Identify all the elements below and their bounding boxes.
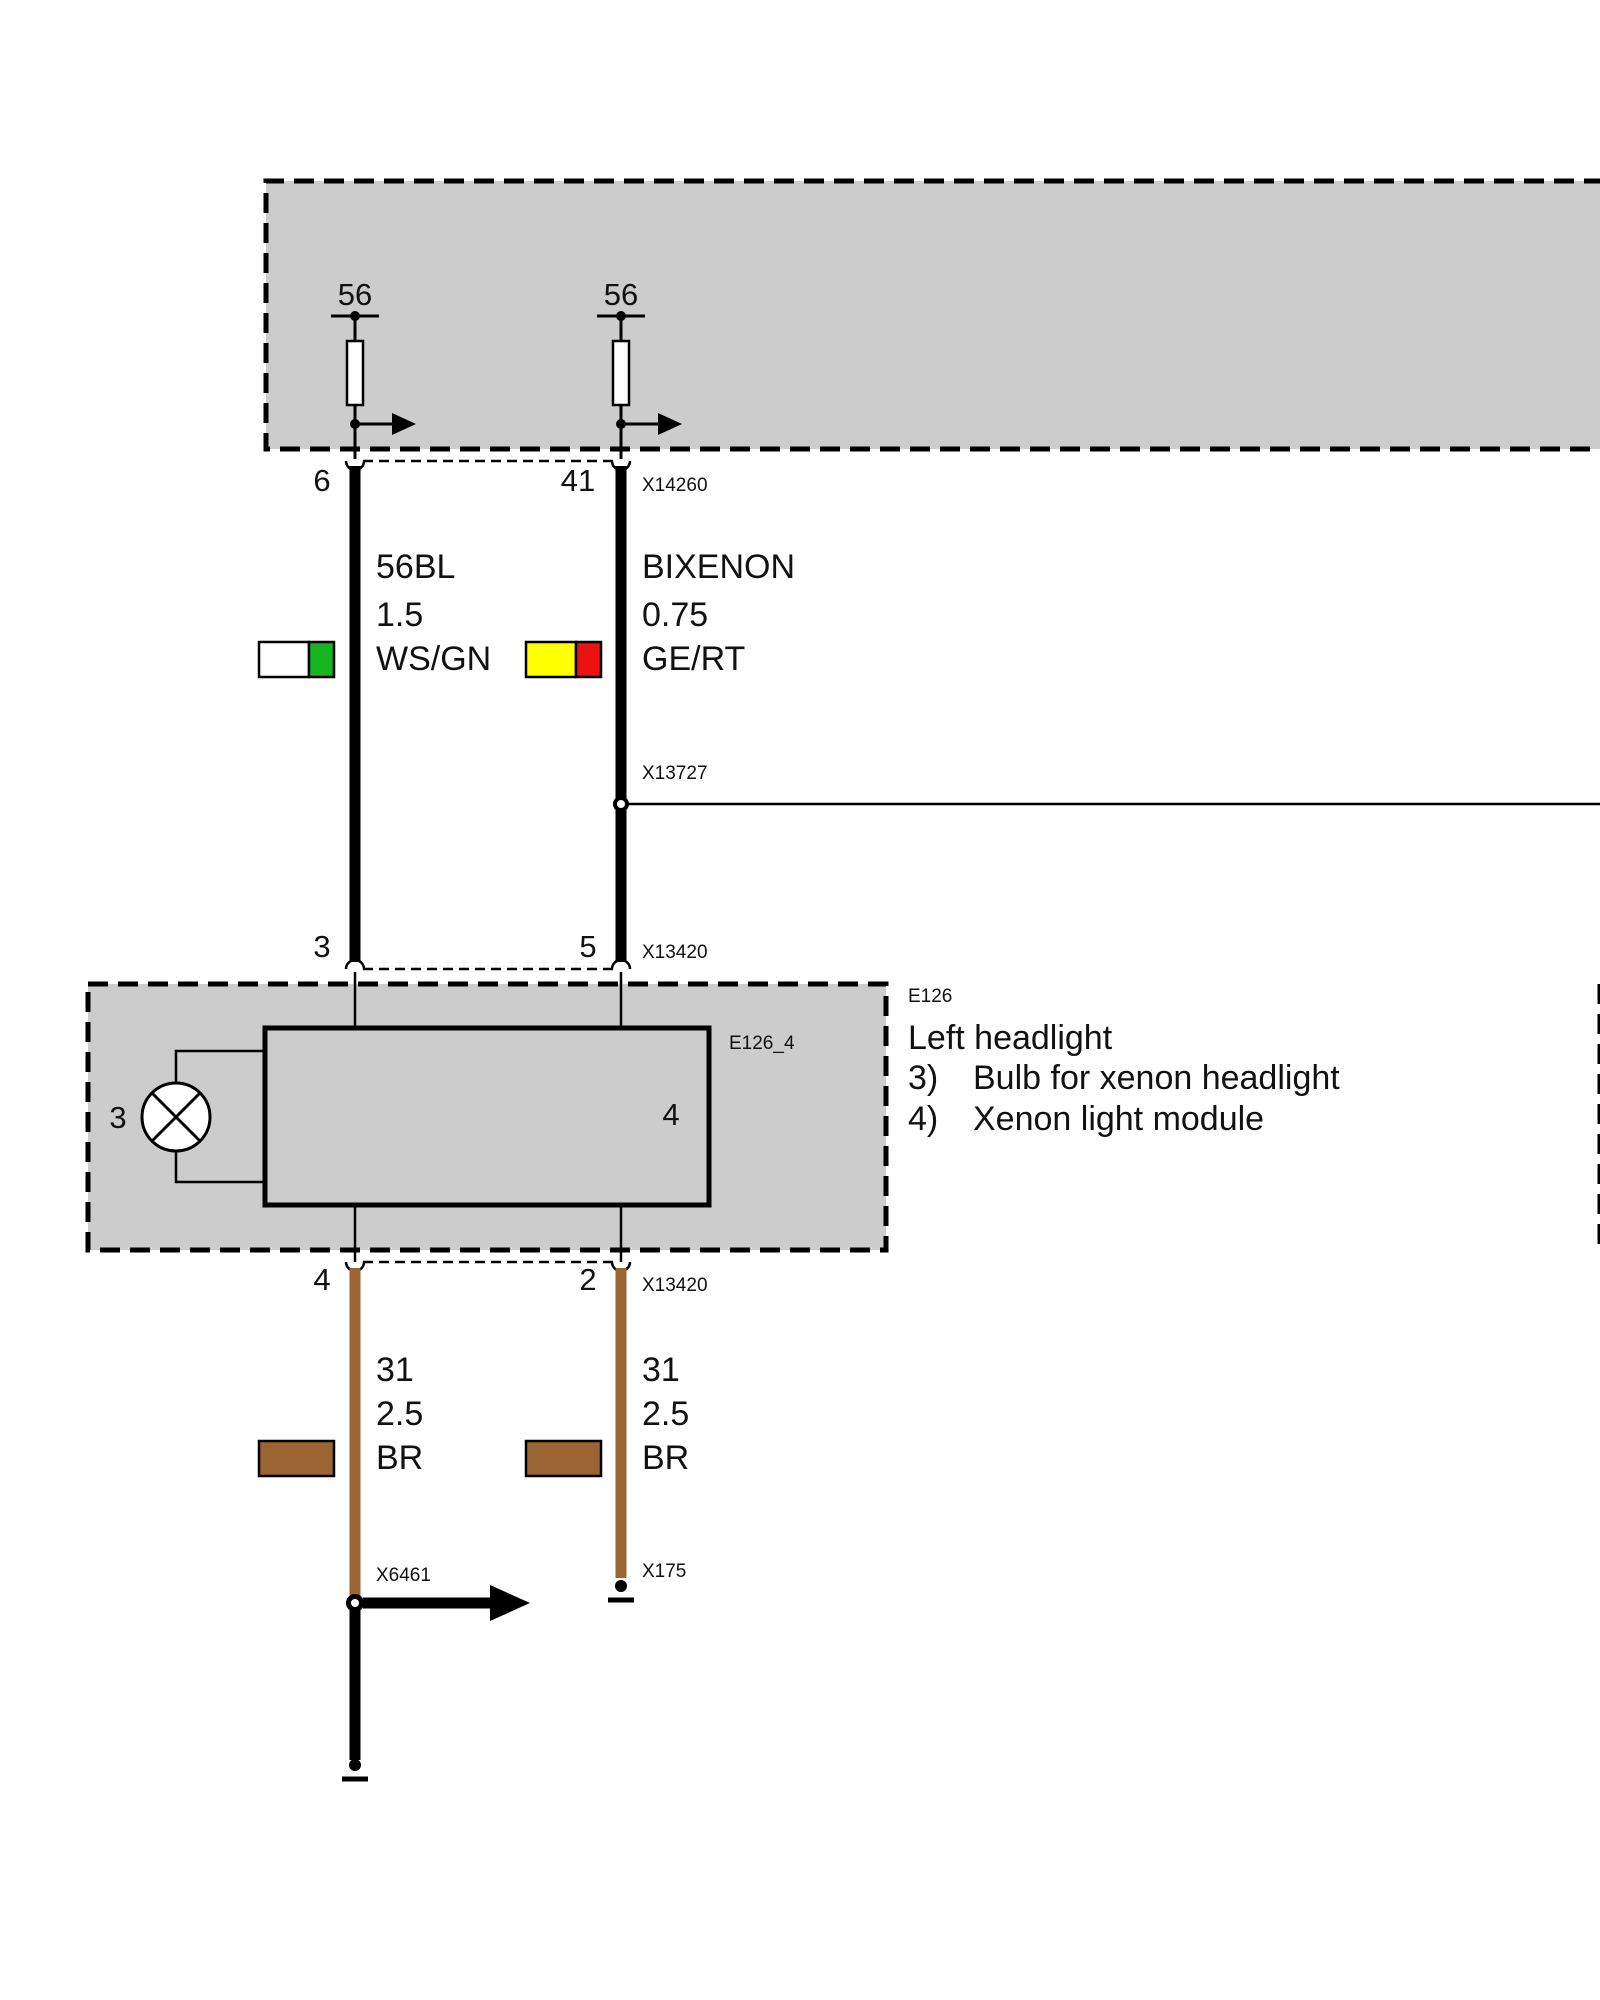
wire-gauge: 2.5 — [376, 1395, 423, 1433]
arrow-right-icon — [658, 413, 682, 435]
pin-number: 5 — [579, 929, 596, 964]
wire-color-code: BR — [642, 1439, 689, 1477]
module-pin-circuit-left: 56 — [331, 277, 416, 459]
pin-number: 41 — [561, 463, 595, 498]
connector-label: X13420 — [642, 942, 708, 963]
bulb-ref: 3 — [109, 1100, 126, 1135]
connector-label: X13420 — [642, 1275, 708, 1296]
arrow-right-icon — [490, 1585, 530, 1621]
legend-text: Xenon light module — [973, 1100, 1264, 1138]
module-ref: 4 — [662, 1097, 679, 1132]
pin-number: 3 — [313, 929, 330, 964]
wire-label-right: BIXENON 0.75 GE/RT — [524, 548, 795, 679]
xenon-light-module — [262, 1025, 712, 1208]
connector-x13420-bottom: 4 2 X13420 — [313, 1260, 708, 1297]
connector-label: X14260 — [642, 475, 708, 496]
wire-label-left: 56BL 1.5 WS/GN — [257, 548, 491, 679]
wire-color-swatch — [524, 640, 578, 679]
wire-label-lower-left: 31 2.5 BR — [257, 1351, 423, 1478]
arrow-right-icon — [392, 413, 416, 435]
wire-gauge: 0.75 — [642, 596, 708, 634]
resistor-icon — [611, 339, 631, 407]
ground-x6461: X6461 — [342, 1565, 530, 1782]
ground-icon — [349, 1759, 361, 1771]
wire-label-lower-right: 31 2.5 BR — [524, 1351, 689, 1478]
ground-label: X175 — [642, 1561, 686, 1582]
pin-number: 6 — [313, 463, 330, 498]
wire-signal: 56BL — [376, 548, 455, 586]
ground-icon — [615, 1580, 627, 1592]
ground-label: X6461 — [376, 1565, 431, 1586]
splice-x13727: X13727 — [613, 763, 1600, 812]
wire-color-code: BR — [376, 1439, 423, 1477]
wire-signal: 31 — [376, 1351, 414, 1389]
wire-color-code: WS/GN — [376, 640, 491, 678]
terminal-label: 56 — [604, 277, 638, 312]
component-legend: Left headlight 3) Bulb for xenon headlig… — [908, 1019, 1340, 1138]
ground-x175: X175 — [608, 1561, 686, 1603]
legend-text: Bulb for xenon headlight — [973, 1059, 1340, 1097]
wire-color-swatch — [524, 1439, 603, 1478]
legend-num: 3) — [908, 1059, 938, 1097]
wire-signal: BIXENON — [642, 548, 795, 586]
wire-color-swatch — [307, 640, 336, 679]
control-module — [263, 178, 1600, 452]
splice-label: X13727 — [642, 763, 708, 784]
pin-number: 2 — [579, 1262, 596, 1297]
module-id: E126_4 — [729, 1033, 795, 1054]
connector-x14260: 6 41 X14260 — [313, 459, 708, 498]
wire-color-swatch — [574, 640, 603, 679]
legend-title: Left headlight — [908, 1019, 1113, 1057]
wire-color-swatch — [257, 640, 311, 679]
left-headlight-e126: E126 4 E126_4 3 — [85, 972, 952, 1262]
wire-color-swatch — [257, 1439, 336, 1478]
connector-x13420-top: 3 5 X13420 — [313, 929, 708, 971]
wire-gauge: 1.5 — [376, 596, 423, 634]
resistor-icon — [345, 339, 365, 407]
component-id: E126 — [908, 986, 952, 1007]
wire-color-code: GE/RT — [642, 640, 745, 678]
bulb-icon — [140, 1081, 212, 1153]
terminal-label: 56 — [338, 277, 372, 312]
legend-num: 4) — [908, 1100, 938, 1138]
wire-signal: 31 — [642, 1351, 680, 1389]
wire-gauge: 2.5 — [642, 1395, 689, 1433]
module-pin-circuit-right: 56 — [597, 277, 682, 459]
pin-number: 4 — [313, 1262, 330, 1297]
